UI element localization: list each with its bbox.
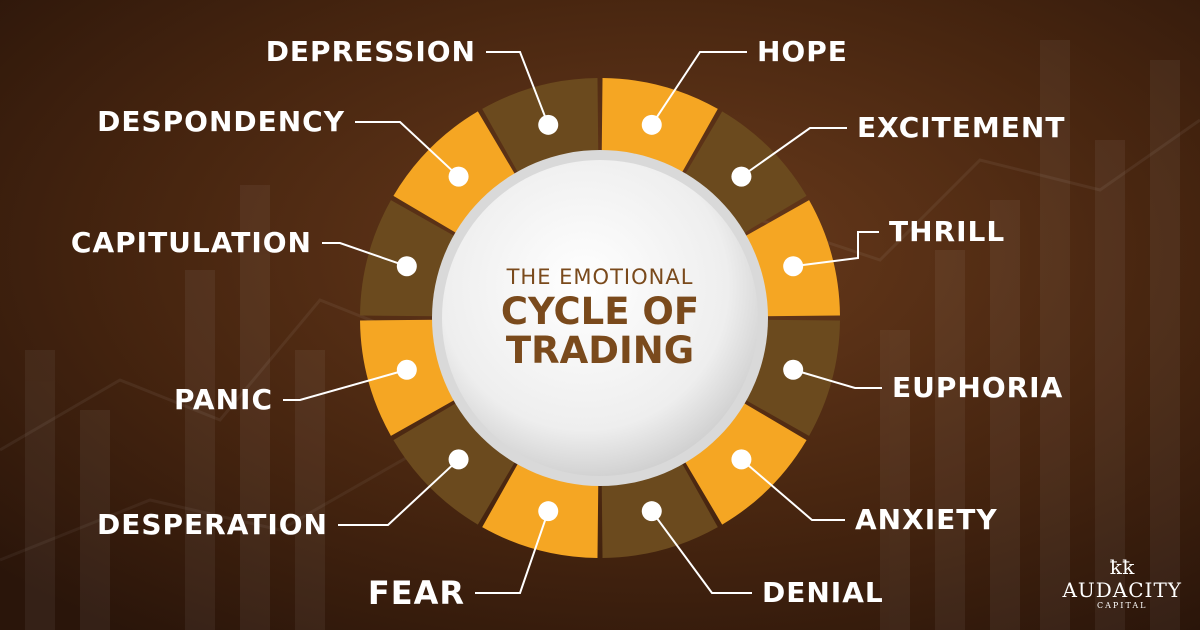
connector-line-desperation bbox=[338, 458, 460, 526]
stage-label-denial: DENIAL bbox=[762, 576, 884, 609]
stage-label-excitement: EXCITEMENT bbox=[857, 111, 1066, 144]
stage-dot-excitement bbox=[731, 166, 752, 187]
stage-label-depression: DEPRESSION bbox=[265, 35, 476, 68]
stage-dot-denial bbox=[641, 501, 662, 522]
stage-label-euphoria: EUPHORIA bbox=[892, 371, 1064, 404]
title-line-1: THE EMOTIONAL bbox=[506, 265, 694, 290]
audacity-capital-logo: ꝁꝁ AUDACITY CAPITAL bbox=[1062, 557, 1182, 610]
stage-dot-fear bbox=[538, 501, 559, 522]
stage-dot-capitulation bbox=[396, 256, 417, 277]
stage-dot-desperation bbox=[448, 449, 469, 470]
stage-label-anxiety: ANXIETY bbox=[855, 503, 998, 536]
connector-line-despondency bbox=[355, 121, 460, 178]
stage-dot-depression bbox=[538, 114, 559, 135]
connector-line-thrill bbox=[793, 231, 879, 268]
stage-dot-euphoria bbox=[783, 359, 804, 380]
stage-dot-thrill bbox=[783, 256, 804, 277]
stage-label-thrill: THRILL bbox=[889, 215, 1006, 248]
logo-subtitle: CAPITAL bbox=[1097, 601, 1148, 610]
stage-label-hope: HOPE bbox=[757, 35, 848, 68]
logo-mark-icon: ꝁꝁ bbox=[1109, 555, 1135, 579]
stage-dot-panic bbox=[396, 359, 417, 380]
title-line-2: CYCLE OF bbox=[500, 290, 700, 334]
connector-line-anxiety bbox=[740, 458, 845, 521]
diagram-title: THE EMOTIONAL CYCLE OF TRADING bbox=[480, 265, 720, 371]
logo-name: AUDACITY bbox=[1062, 578, 1182, 602]
connector-line-excitement bbox=[740, 127, 847, 178]
connector-line-panic bbox=[283, 368, 408, 401]
stage-label-desperation: DESPERATION bbox=[97, 508, 328, 541]
stage-dot-hope bbox=[641, 114, 662, 135]
center-disc bbox=[442, 160, 758, 476]
stage-dot-despondency bbox=[448, 166, 469, 187]
connector-line-denial bbox=[650, 510, 752, 594]
connector-line-capitulation bbox=[322, 242, 408, 268]
title-line-3: TRADING bbox=[505, 329, 695, 372]
connector-line-depression bbox=[486, 51, 550, 126]
stage-label-despondency: DESPONDENCY bbox=[97, 105, 345, 138]
stage-label-fear: FEAR bbox=[367, 574, 465, 612]
connector-line-hope bbox=[650, 51, 747, 126]
stage-label-panic: PANIC bbox=[173, 383, 273, 416]
connector-line-fear bbox=[475, 510, 550, 594]
connector-line-euphoria bbox=[792, 368, 882, 389]
stage-label-capitulation: CAPITULATION bbox=[70, 226, 312, 259]
stage-dot-anxiety bbox=[731, 449, 752, 470]
